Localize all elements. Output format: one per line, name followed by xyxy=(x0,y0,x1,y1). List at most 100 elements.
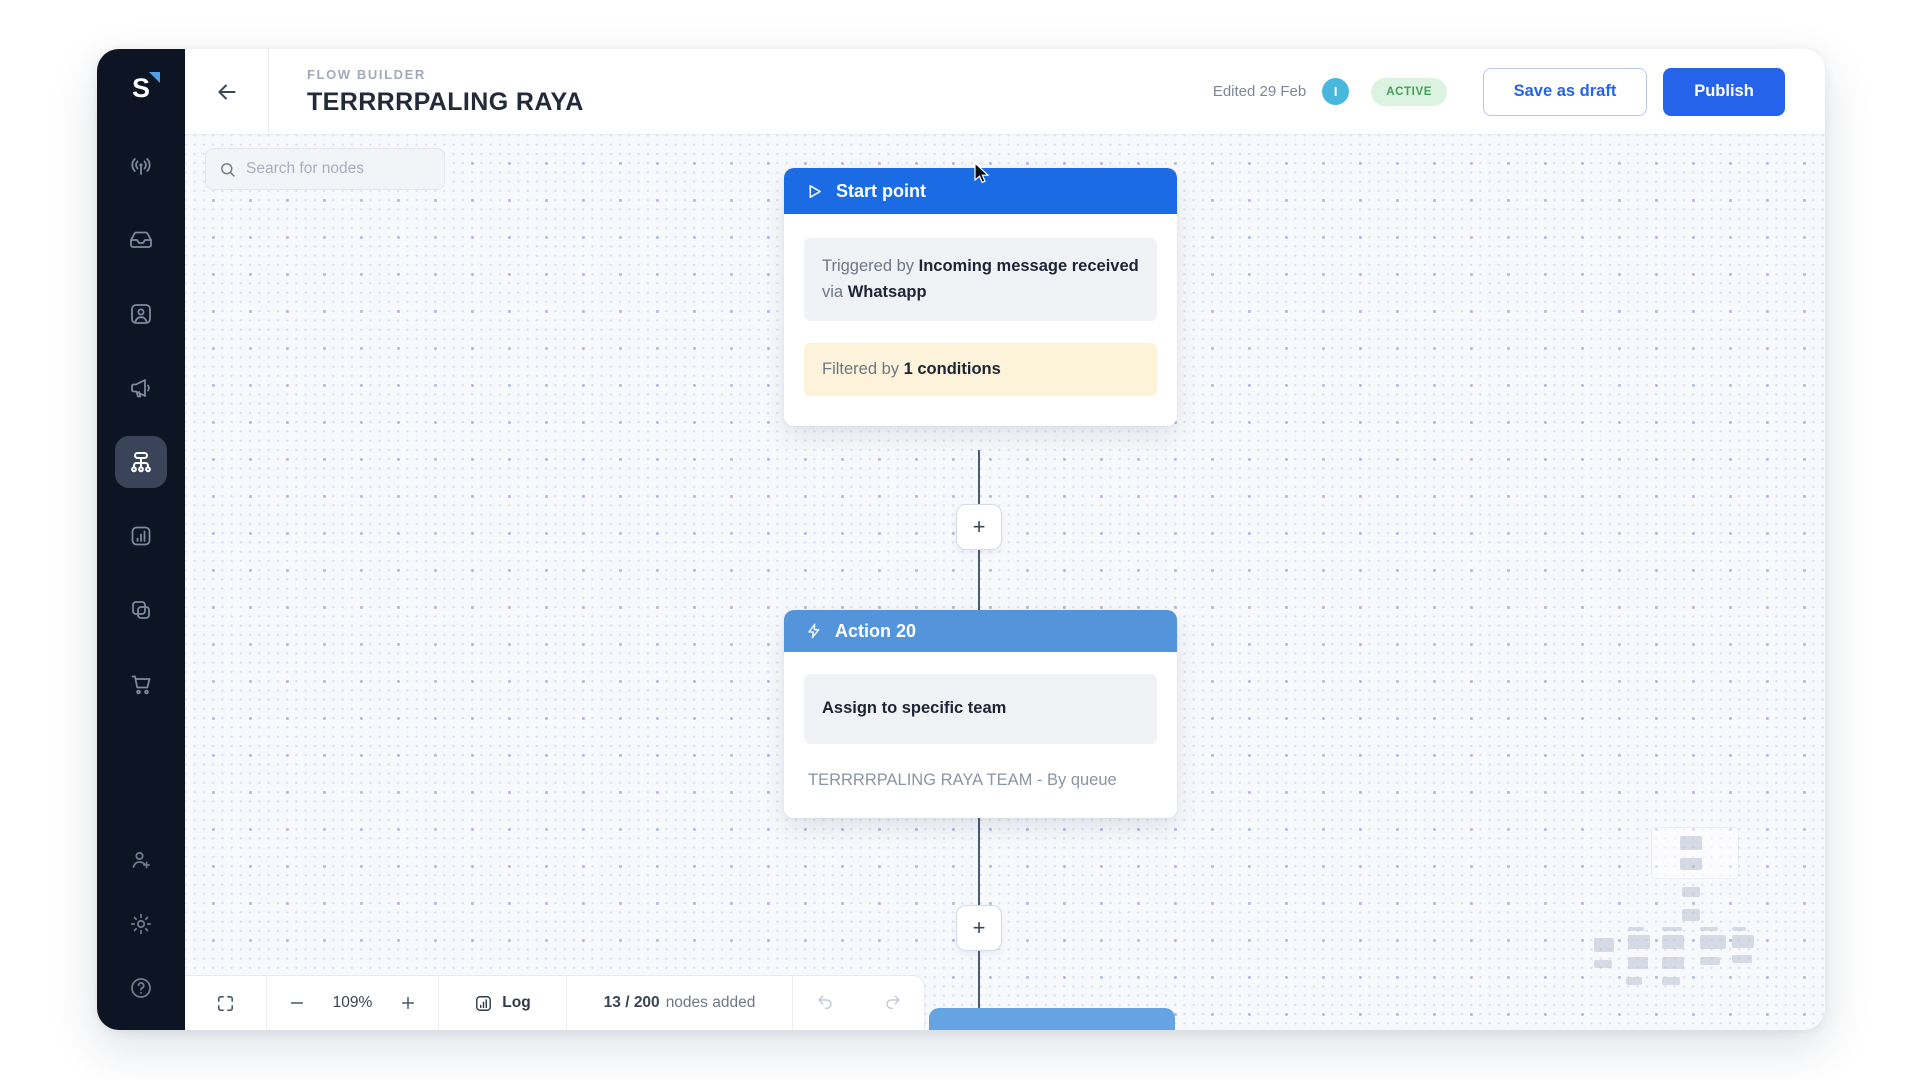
sidebar-item-contacts[interactable] xyxy=(115,288,167,340)
sidebar-item-broadcast[interactable] xyxy=(115,140,167,192)
sidebar-item-integrations[interactable] xyxy=(115,584,167,636)
lightning-icon xyxy=(808,623,820,639)
minimap-node xyxy=(1682,909,1700,921)
minimap-node xyxy=(1594,960,1612,968)
minimap-node xyxy=(1662,977,1680,985)
back-button[interactable] xyxy=(185,49,269,134)
avatar[interactable]: I xyxy=(1322,78,1350,105)
search-icon xyxy=(221,162,235,177)
node-action-20[interactable]: Action 20 Assign to specific team TERRRR… xyxy=(784,610,1177,819)
trigger-prefix: Triggered by xyxy=(822,257,915,275)
add-node-button-2[interactable]: + xyxy=(956,905,1002,951)
minimap-node xyxy=(1680,858,1702,870)
toolbar-zoom-section: 109% xyxy=(267,976,439,1030)
minimap-node xyxy=(1628,927,1644,931)
flow-builder-app: S xyxy=(97,49,1825,1030)
analytics-icon xyxy=(131,526,151,546)
action-node-header: Action 20 xyxy=(784,610,1177,652)
minimap-node xyxy=(1700,935,1726,949)
zoom-out-button[interactable] xyxy=(285,991,309,1015)
cart-icon xyxy=(131,675,151,695)
sidebar: S xyxy=(97,49,185,1030)
breadcrumb: FLOW BUILDER xyxy=(307,66,426,82)
sidebar-item-settings[interactable] xyxy=(121,904,161,944)
minimap-node xyxy=(1662,927,1682,931)
minus-icon xyxy=(290,1002,303,1004)
toolbar-history-section xyxy=(793,976,924,1030)
sidebar-item-inbox[interactable] xyxy=(115,214,167,266)
start-node-header: Start point xyxy=(784,168,1177,214)
minimap-node xyxy=(1682,887,1700,897)
header-actions: Edited 29 Feb I ACTIVE Save as draft Pub… xyxy=(1212,67,1825,116)
undo-icon xyxy=(817,995,832,1009)
publish-button[interactable]: Publish xyxy=(1663,67,1785,116)
flows-icon xyxy=(131,452,151,473)
sidebar-item-invite-user[interactable] xyxy=(121,840,161,880)
logo-accent-icon xyxy=(149,72,160,83)
toolbar-fullscreen-section xyxy=(185,976,267,1030)
minimap-node xyxy=(1732,927,1746,931)
sidebar-item-analytics[interactable] xyxy=(115,510,167,562)
canvas-toolbar: 109% Log 13 / 200 nodes added xyxy=(185,975,925,1030)
node-start-point[interactable]: Start point Triggered by Incoming messag… xyxy=(784,168,1177,427)
broadcast-icon xyxy=(131,158,151,175)
minimap-node xyxy=(1626,977,1642,985)
fullscreen-icon xyxy=(217,995,234,1011)
trigger-via: via xyxy=(822,282,844,301)
redo-icon xyxy=(885,995,900,1009)
minimap-node xyxy=(1680,836,1702,850)
minimap-node xyxy=(1732,935,1754,948)
undo-button[interactable] xyxy=(811,990,839,1016)
integrations-icon xyxy=(132,601,150,619)
minimap-node xyxy=(1732,955,1752,963)
search-input[interactable] xyxy=(246,160,426,178)
megaphone-icon xyxy=(131,379,150,398)
minimap-node xyxy=(1662,935,1684,949)
filter-prefix: Filtered by xyxy=(822,360,900,379)
filter-value: 1 conditions xyxy=(903,360,1001,379)
title-block: FLOW BUILDER TERRRRPALING RAYA xyxy=(307,67,584,117)
sidebar-bottom xyxy=(121,840,161,1008)
page-title: TERRRRPALING RAYA xyxy=(307,87,584,116)
action-detail: TERRRRPALING RAYA TEAM - By queue xyxy=(808,770,1117,789)
contacts-icon xyxy=(131,304,151,324)
edited-timestamp: Edited 29 Feb xyxy=(1212,83,1307,100)
zoom-in-button[interactable] xyxy=(396,991,420,1015)
inbox-icon xyxy=(130,231,152,248)
toolbar-count-section: 13 / 200 nodes added xyxy=(567,976,793,1030)
app-logo[interactable]: S xyxy=(131,72,160,103)
logo-letter: S xyxy=(131,73,150,103)
node-next-partial[interactable] xyxy=(929,1008,1175,1030)
add-node-button-1[interactable]: + xyxy=(956,504,1002,550)
minimap[interactable] xyxy=(1566,823,1801,1004)
action-node-body: Assign to specific team TERRRRPALING RAY… xyxy=(784,652,1177,819)
sidebar-item-campaigns[interactable] xyxy=(115,362,167,414)
status-badge: ACTIVE xyxy=(1371,77,1447,106)
flow-canvas[interactable]: Start point Triggered by Incoming messag… xyxy=(185,135,1825,1030)
node-count-suffix: nodes added xyxy=(665,994,756,1011)
redo-button[interactable] xyxy=(879,990,907,1016)
minimap-node xyxy=(1662,957,1684,969)
fullscreen-button[interactable] xyxy=(212,990,239,1017)
plus-icon xyxy=(402,996,415,1010)
sidebar-item-flows[interactable] xyxy=(115,436,167,488)
sidebar-item-help[interactable] xyxy=(121,968,161,1008)
help-icon xyxy=(131,978,151,998)
log-label: Log xyxy=(502,994,531,1011)
sidebar-item-commerce[interactable] xyxy=(115,658,167,710)
filter-summary: Filtered by 1 conditions xyxy=(804,343,1157,397)
play-icon xyxy=(809,184,821,198)
start-node-title: Start point xyxy=(836,180,926,201)
log-icon xyxy=(476,995,492,1011)
action-node-title: Action 20 xyxy=(835,620,917,641)
trigger-event: Incoming message received xyxy=(918,257,1139,275)
minimap-node xyxy=(1628,935,1650,949)
trigger-channel: Whatsapp xyxy=(847,282,927,301)
toolbar-log-section[interactable]: Log xyxy=(439,976,567,1030)
node-count: 13 / 200 xyxy=(603,994,660,1011)
action-summary: Assign to specific team xyxy=(804,674,1157,744)
zoom-level: 109% xyxy=(332,994,373,1011)
trigger-summary: Triggered by Incoming message received v… xyxy=(804,238,1157,322)
save-draft-button[interactable]: Save as draft xyxy=(1483,67,1647,116)
minimap-node xyxy=(1628,957,1648,969)
